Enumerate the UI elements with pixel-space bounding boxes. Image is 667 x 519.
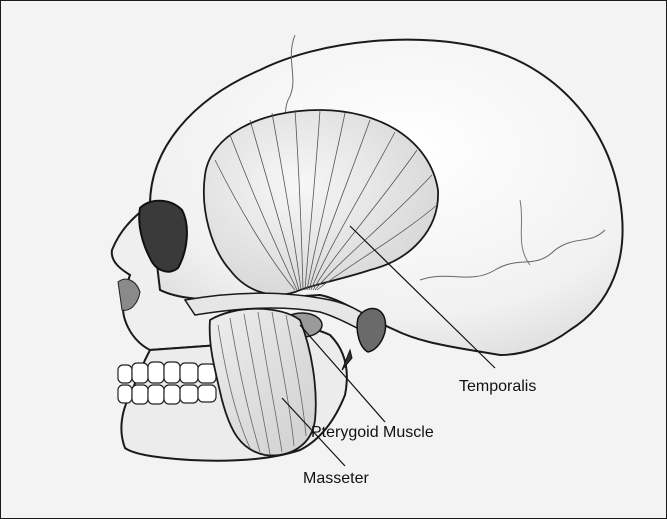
masseter-label: Masseter	[303, 470, 369, 488]
temporalis-label: Temporalis	[459, 378, 536, 396]
pterygoid-muscle-label: Pterygoid Muscle	[311, 424, 434, 442]
teeth	[118, 362, 216, 404]
ear-canal	[357, 308, 385, 352]
